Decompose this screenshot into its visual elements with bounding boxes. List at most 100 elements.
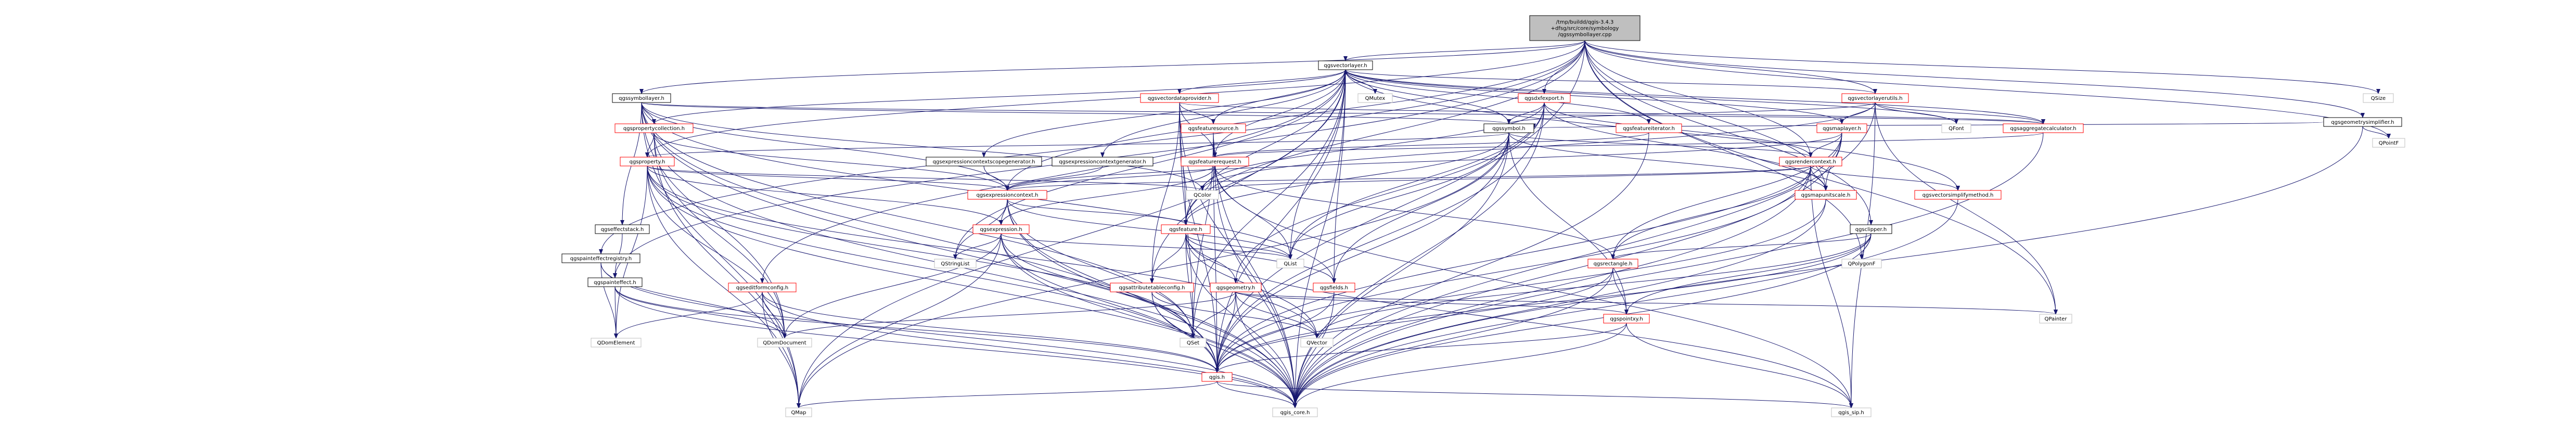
node-label: /qgssymbollayer.cpp	[1558, 32, 1612, 38]
edge-qgssymbol-to-qgis_core	[1293, 132, 1509, 408]
edge-qgsmaplayer-to-qgsexpressioncontext	[1005, 132, 1842, 191]
node-label: QDomElement	[597, 340, 635, 346]
edge-qgsvectorlayerutils-to-qgis_core	[1293, 102, 1876, 408]
node-box	[1161, 224, 1211, 234]
edge-qgsfeaturerequest-to-qgsexpression	[999, 165, 1215, 225]
node-root[interactable]: /tmp/buildd/qgis-3.4.3+dfsg/src/core/sym…	[1529, 15, 1641, 41]
edge-qgsrendercontext-to-qgsrectangle	[1611, 165, 1811, 260]
node-qgsvectorlayer[interactable]: qgsvectorlayer.h	[1318, 60, 1373, 70]
edge-qgsproperty-to-qgsexpressioncontext	[647, 165, 1009, 191]
node-qgsexpressioncontext[interactable]: qgsexpressioncontext.h	[967, 190, 1047, 200]
node-qgsrectangle[interactable]: qgsrectangle.h	[1587, 259, 1638, 268]
edge-qgis-to-qgis_core	[1216, 381, 1297, 408]
node-label: QMap	[791, 410, 806, 416]
edge-qgsrendercontext-to-qgis_core	[1293, 165, 1811, 408]
edge-qgsgeometry-to-qset	[1191, 291, 1236, 339]
node-qcolor: QColor	[1186, 190, 1219, 200]
node-qgsvectorsimplifymethod[interactable]: qgsvectorsimplifymethod.h	[1914, 190, 2002, 200]
node-qlist: QList	[1276, 259, 1304, 268]
node-label: qgsattributetableconfig.h	[1119, 285, 1185, 291]
node-box	[2323, 117, 2402, 127]
node-box	[1186, 190, 1219, 200]
node-qgsvectordataprovider[interactable]: qgsvectordataprovider.h	[1140, 93, 1219, 103]
node-qset: QSet	[1180, 338, 1207, 348]
edge-qgseditformconfig-to-qmap	[762, 291, 801, 408]
node-qgseffectstack[interactable]: qgseffectstack.h	[595, 224, 650, 234]
node-qgsfeature[interactable]: qgsfeature.h	[1161, 224, 1211, 234]
edge-qgsexpressioncontext-to-qgis_core	[1007, 199, 1297, 408]
node-qgsgeometry[interactable]: qgsgeometry.h	[1210, 283, 1262, 292]
node-qgsdxfexport[interactable]: qgsdxfexport.h	[1518, 93, 1571, 103]
edge-qgsfeature-to-qgsgeometry	[1185, 233, 1238, 284]
edge-qgsvectorlayerutils-to-qgssymbol	[1507, 102, 1876, 124]
edge-qgsgeometrysimplifier-to-qgis_core	[1293, 126, 2363, 408]
node-qgsrendercontext[interactable]: qgsrendercontext.h	[1779, 157, 1842, 166]
edge-qgsvectorlayerutils-to-qgsaggregatecalculator	[1875, 102, 2045, 124]
node-box	[1779, 157, 1842, 166]
node-qgsgeometrysimplifier[interactable]: qgsgeometrysimplifier.h	[2323, 117, 2402, 127]
node-qgsfeaturesource[interactable]: qgsfeaturesource.h	[1181, 123, 1246, 133]
edge-qgsvectorlayer-to-qgseditformconfig	[760, 69, 1346, 284]
edge-qgsfeaturerequest-to-qgsrectangle	[1214, 165, 1615, 260]
node-qgsfields[interactable]: qgsfields.h	[1313, 283, 1355, 292]
node-qgsexpression[interactable]: qgsexpression.h	[972, 224, 1030, 234]
node-qstringlist: QStringList	[934, 259, 977, 268]
node-box	[1210, 283, 1262, 292]
node-qgssymbol[interactable]: qgssymbol.h	[1483, 123, 1534, 133]
edge-qgspainteffectregistry-to-qdomelement	[600, 262, 618, 339]
node-qgsattributetableconfig[interactable]: qgsattributetableconfig.h	[1110, 283, 1194, 292]
edge-qgsvectorlayerutils-to-qgsvectorlayer	[1343, 69, 1876, 94]
node-label: QList	[1284, 261, 1297, 267]
edge-qgsdxfexport-to-qgsmapunitscale	[1544, 102, 1828, 191]
node-qgsvectorlayerutils[interactable]: qgsvectorlayerutils.h	[1841, 93, 1909, 103]
edge-qgspropertycollection-to-qdomdocument	[653, 132, 787, 339]
node-qgsfeatureiterator[interactable]: qgsfeatureiterator.h	[1616, 123, 1682, 133]
node-qgspropertycollection[interactable]: qgspropertycollection.h	[614, 123, 694, 133]
node-qgsproperty[interactable]: qgsproperty.h	[620, 157, 675, 166]
edge-qgsexpression-to-qdomdocument	[783, 233, 1002, 339]
edge-qgssymbollayer-to-qdomdocument	[641, 102, 787, 339]
edge-qgssymbol-to-qlist	[1288, 132, 1509, 260]
node-box	[1300, 338, 1334, 348]
edge-qgsattributetableconfig-to-qgis_core	[1151, 291, 1297, 408]
edge-qgsfeatureiterator-to-qgis_core	[1293, 132, 1649, 408]
node-box	[785, 407, 812, 417]
node-qgsmaplayer[interactable]: qgsmaplayer.h	[1816, 123, 1867, 133]
node-qgis[interactable]: qgis.h	[1201, 372, 1233, 382]
edge-qgsgeometry-to-qgspointxy	[1235, 291, 1629, 315]
node-box	[757, 338, 812, 348]
dependency-edges	[599, 40, 2391, 408]
edge-qgsfeatureiterator-to-qgsfeaturerequest	[1213, 132, 1649, 158]
node-label: qgsmaplayer.h	[1823, 126, 1861, 132]
dependency-nodes: /tmp/buildd/qgis-3.4.3+dfsg/src/core/sym…	[561, 15, 2405, 417]
node-box	[595, 224, 650, 234]
node-qgspainteffect[interactable]: qgspainteffect.h	[587, 277, 643, 287]
node-qgseditformconfig[interactable]: qgseditformconfig.h	[728, 283, 797, 292]
edge-qgsclipper-to-qgsrectangle	[1611, 233, 1872, 260]
node-qgsfeaturerequest[interactable]: qgsfeaturerequest.h	[1181, 157, 1249, 166]
node-qgsexpressioncontextscopegenerator[interactable]: qgsexpressioncontextscopegenerator.h	[926, 157, 1042, 166]
node-qgsmapunitscale[interactable]: qgsmapunitscale.h	[1795, 190, 1857, 200]
node-qgsaggregatecalculator[interactable]: qgsaggregatecalculator.h	[2003, 123, 2084, 133]
node-qmap: QMap	[785, 407, 812, 417]
edge-qgspropertycollection-to-qmap	[653, 132, 801, 408]
edge-root-to-qpolygonf	[1584, 40, 1864, 260]
edge-qgsproperty-to-qgsexpression	[647, 165, 1003, 225]
edge-qgsexpression-to-qset	[1001, 233, 1195, 339]
edge-qgssymbol-to-qgis	[1215, 132, 1509, 373]
node-label: QVector	[1306, 340, 1328, 346]
node-qgsclipper[interactable]: qgsclipper.h	[1850, 224, 1892, 234]
node-qgsexpressioncontextgenerator[interactable]: qgsexpressioncontextgenerator.h	[1052, 157, 1154, 166]
edge-qgsvectorlayer-to-qgis_core	[1293, 69, 1346, 408]
edge-qgsrendercontext-to-qgis	[1215, 165, 1811, 373]
edge-qgsvectorlayerutils-to-qfont	[1875, 102, 1958, 124]
node-qgssymbollayer[interactable]: qgssymbollayer.h	[612, 93, 671, 103]
node-qpointf: QPointF	[2372, 138, 2405, 148]
node-box	[2363, 93, 2394, 103]
edge-qgsvectorlayer-to-qgsaggregatecalculator	[1345, 69, 2045, 124]
node-qgspainteffectregistry[interactable]: qgspainteffectregistry.h	[561, 253, 640, 263]
edge-qgsaggregatecalculator-to-qgis_core	[1293, 132, 2044, 408]
node-qgspointxy[interactable]: qgspointxy.h	[1603, 314, 1650, 324]
node-box	[1831, 407, 1872, 417]
node-label: qgis_core.h	[1280, 410, 1310, 416]
